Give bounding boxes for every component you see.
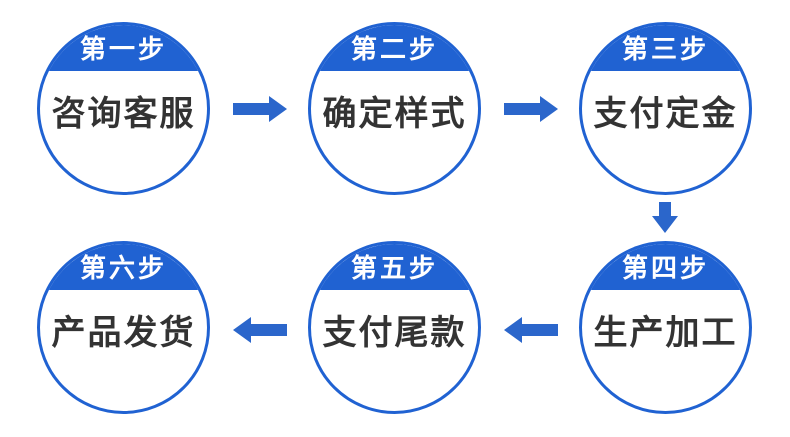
arrow-left-step5-step6-icon bbox=[233, 317, 287, 343]
step-6-label: 第六步 bbox=[79, 253, 167, 283]
step-5-cap: 第五步 bbox=[311, 244, 478, 290]
step-2-text: 确定样式 bbox=[322, 95, 467, 133]
arrow-left-step4-step5-icon bbox=[504, 317, 558, 343]
step-3-text: 支付定金 bbox=[593, 95, 738, 133]
step-2-cap: 第二步 bbox=[311, 25, 478, 71]
step-5-text: 支付尾款 bbox=[322, 314, 467, 352]
step-4-label: 第四步 bbox=[621, 253, 709, 283]
step-2-label: 第二步 bbox=[350, 34, 438, 64]
step-6-text: 产品发货 bbox=[51, 314, 196, 352]
step-3-cap: 第三步 bbox=[582, 25, 749, 71]
step-circle-4: 第四步 生产加工 bbox=[579, 241, 752, 414]
step-5-label: 第五步 bbox=[350, 253, 438, 283]
step-circle-3: 第三步 支付定金 bbox=[579, 22, 752, 195]
step-1-cap: 第一步 bbox=[40, 25, 207, 71]
step-circle-5: 第五步 支付尾款 bbox=[308, 241, 481, 414]
step-1-label: 第一步 bbox=[79, 34, 167, 64]
arrow-right-step1-step2-icon bbox=[233, 96, 287, 122]
step-6-cap: 第六步 bbox=[40, 244, 207, 290]
arrow-down-step3-step4-icon bbox=[652, 202, 678, 233]
step-circle-6: 第六步 产品发货 bbox=[37, 241, 210, 414]
step-circle-1: 第一步 咨询客服 bbox=[37, 22, 210, 195]
step-circle-2: 第二步 确定样式 bbox=[308, 22, 481, 195]
step-3-label: 第三步 bbox=[621, 34, 709, 64]
step-1-text: 咨询客服 bbox=[51, 95, 196, 133]
step-4-text: 生产加工 bbox=[593, 314, 738, 352]
step-4-cap: 第四步 bbox=[582, 244, 749, 290]
arrow-right-step2-step3-icon bbox=[504, 96, 558, 122]
